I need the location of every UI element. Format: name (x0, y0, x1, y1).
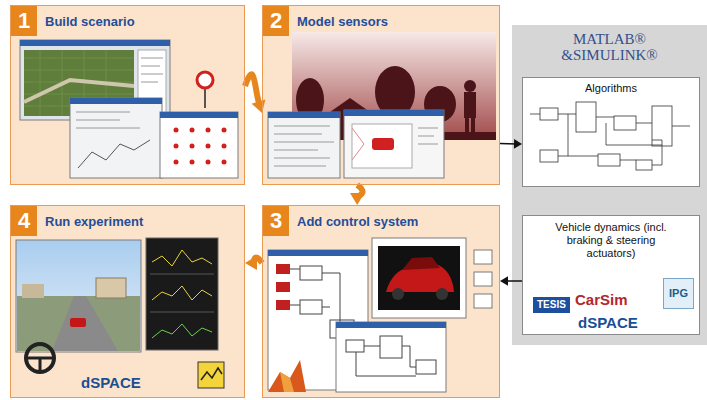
step-panel: 2 Model sensors (262, 5, 500, 185)
data-flow-arrow (500, 139, 522, 149)
logo-holder: dSPACE (578, 314, 638, 332)
algorithm-box: Algorithms (522, 77, 700, 187)
algorithm-block-diagram (530, 102, 690, 170)
vendor-logo: CarSim (575, 291, 628, 308)
vendor-logo: TESIS (533, 297, 570, 313)
logo-holder: IPG (663, 278, 694, 309)
arrowhead (500, 276, 508, 286)
box-title: Vehicle dynamics (incl. braking & steeri… (523, 221, 699, 260)
vendor-logo: dSPACE (81, 374, 141, 391)
tool-panel: MATLAB® &SIMULINK® AlgorithmsVehicle dyna… (512, 25, 707, 345)
step-title: Build scenario (45, 14, 135, 29)
logo-holder: CarSim (575, 291, 628, 309)
step-panel: 1 Build scenario (10, 5, 245, 185)
step-number: 1 (11, 6, 37, 36)
logo-holder: dSPACE (81, 374, 141, 392)
vendor-logo: IPG (663, 278, 694, 309)
step-title: Model sensors (297, 14, 388, 29)
arrowhead (245, 256, 257, 270)
step-panel: 4 Run experiment dSPACE (10, 205, 245, 398)
step-title: Add control system (297, 214, 418, 229)
workflow-arrow (350, 185, 364, 205)
experiment-screenshot (16, 238, 224, 388)
step-number: 4 (11, 206, 37, 236)
box-title: Algorithms (523, 82, 699, 95)
panel-grounds (10, 5, 707, 398)
scenario-screenshot (20, 40, 238, 178)
step-title: Run experiment (45, 214, 143, 229)
arrowhead (252, 99, 266, 113)
tool-logo: MATLAB® &SIMULINK® (545, 31, 675, 63)
step-number: 3 (263, 206, 289, 236)
logo-holder: TESIS (533, 294, 570, 313)
control-system-screenshot (268, 238, 492, 392)
vendor-logo: dSPACE (578, 314, 638, 331)
workflow-arrow (245, 256, 262, 270)
arrowhead (514, 139, 522, 149)
sensor-view-illustration (268, 32, 496, 178)
connector-line (245, 74, 259, 104)
step-number: 2 (263, 6, 289, 36)
step-panel: 3 Add control system (262, 205, 500, 398)
arrowhead (350, 193, 364, 205)
data-flow-arrow (500, 276, 522, 286)
vehicle-dynamics-box: Vehicle dynamics (incl. braking & steeri… (522, 215, 700, 335)
